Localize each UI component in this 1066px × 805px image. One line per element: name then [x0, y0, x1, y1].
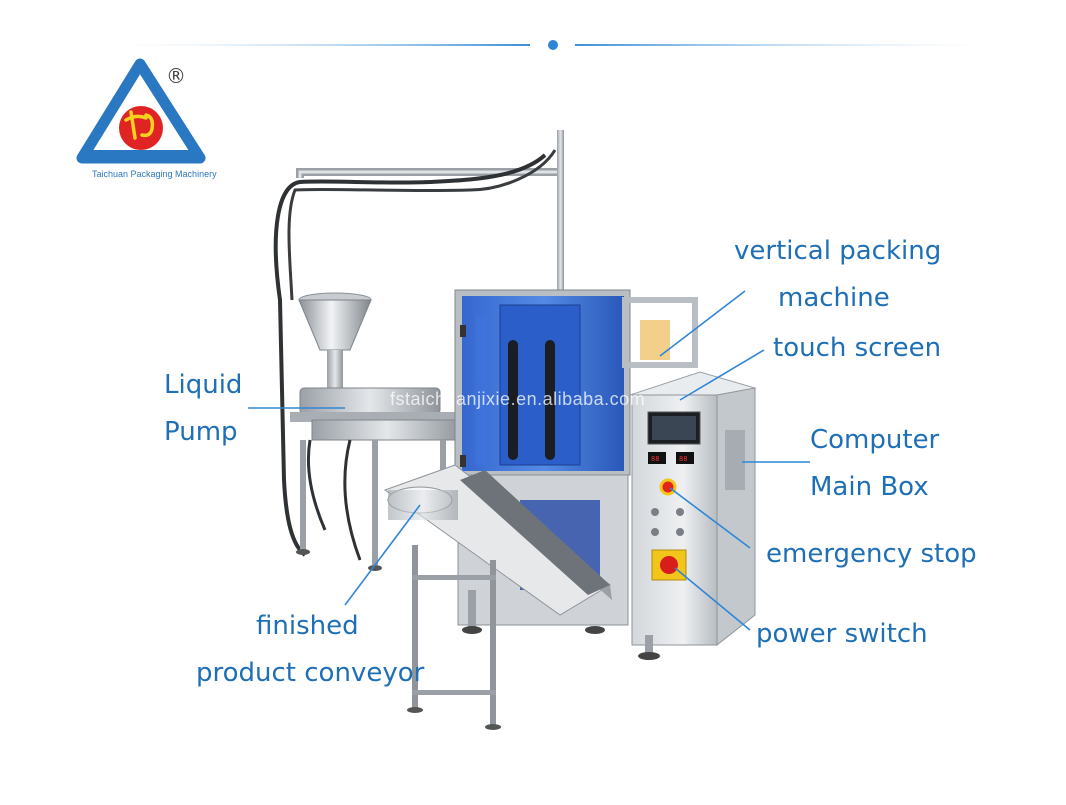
- leader-lines: [248, 290, 810, 631]
- top-divider: [110, 40, 995, 50]
- leader-emergency-stop: [669, 487, 751, 549]
- label-power-switch: power switch: [756, 619, 928, 649]
- label-machine: machine: [778, 283, 890, 313]
- leader-touch-screen: [679, 349, 765, 401]
- divider-dot: [548, 40, 558, 50]
- leader-finished-conveyor: [344, 504, 421, 606]
- leader-power-switch: [674, 567, 751, 631]
- label-vertical-packing: vertical packing: [734, 236, 942, 266]
- label-product-conveyor: product conveyor: [196, 658, 425, 688]
- label-finished: finished: [256, 611, 359, 641]
- registered-mark: ®: [166, 64, 186, 88]
- label-main-box: Main Box: [810, 472, 929, 502]
- label-computer: Computer: [810, 425, 940, 455]
- svg-text:88: 88: [679, 455, 687, 463]
- computer-main-box: 88 88: [628, 371, 757, 660]
- company-logo: [76, 58, 206, 164]
- logo-company-name: Taichuan Packaging Machinery: [92, 169, 217, 179]
- emergency-stop-button: [659, 478, 677, 496]
- overhead-pipe: [273, 130, 564, 557]
- label-liquid: Liquid: [164, 370, 243, 400]
- label-touch-screen: touch screen: [773, 333, 942, 363]
- svg-text:88: 88: [651, 455, 659, 463]
- leader-vertical-packing: [659, 290, 746, 357]
- liquid-pump: [290, 292, 470, 571]
- label-emergency-stop: emergency stop: [766, 539, 977, 569]
- label-pump: Pump: [164, 417, 238, 447]
- power-switch-knob: [660, 556, 678, 574]
- watermark-text: fstaichuanjixie.en.alibaba.com: [390, 389, 646, 409]
- finished-product-conveyor: [383, 464, 612, 730]
